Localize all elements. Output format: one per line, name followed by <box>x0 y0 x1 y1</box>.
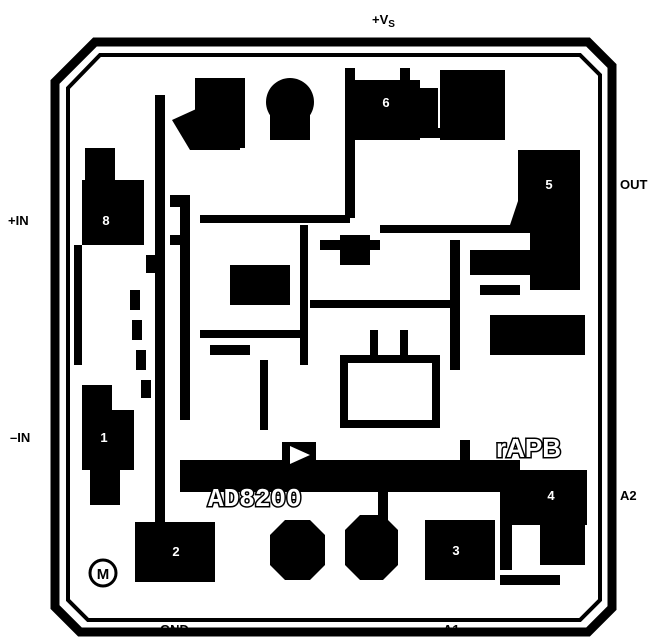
pad-number-1: 1 <box>100 430 107 445</box>
pin-label-a1: A1 <box>443 622 460 637</box>
m-logo-letter: M <box>97 566 110 583</box>
pad-2 <box>135 522 215 582</box>
pad-number-8: 8 <box>102 213 109 228</box>
pad-number-6: 6 <box>382 95 389 110</box>
adi-logo <box>282 442 316 468</box>
pad-number-3: 3 <box>452 543 459 558</box>
die-inner-border <box>66 53 602 622</box>
pin-label-in-pos: +IN <box>8 213 29 228</box>
pin-label-in-neg: –IN <box>10 430 31 445</box>
pad-1 <box>82 410 134 470</box>
pin-label-gnd: GND <box>160 622 189 637</box>
part-number-mark: AD8200 <box>208 484 302 514</box>
pad-8 <box>82 180 144 245</box>
pin-label-vs-text: +V <box>372 12 389 27</box>
metal-structures <box>74 68 585 585</box>
bond-pads <box>82 80 587 582</box>
pin-label-vs: +VS <box>372 12 395 30</box>
pad-number-5: 5 <box>545 177 552 192</box>
die-code-mark: rAPB <box>496 433 561 463</box>
octagon-pads <box>270 515 398 580</box>
pin-label-out: OUT <box>620 177 648 192</box>
pad-number-2: 2 <box>172 544 179 559</box>
die-outer-border <box>50 37 617 637</box>
pad-4 <box>512 470 587 525</box>
pad-number-4: 4 <box>547 488 555 503</box>
m-logo-icon <box>88 558 118 588</box>
pad-3 <box>425 520 495 580</box>
pin-label-vs-sub: S <box>388 19 395 30</box>
pin-label-a2: A2 <box>620 488 637 503</box>
